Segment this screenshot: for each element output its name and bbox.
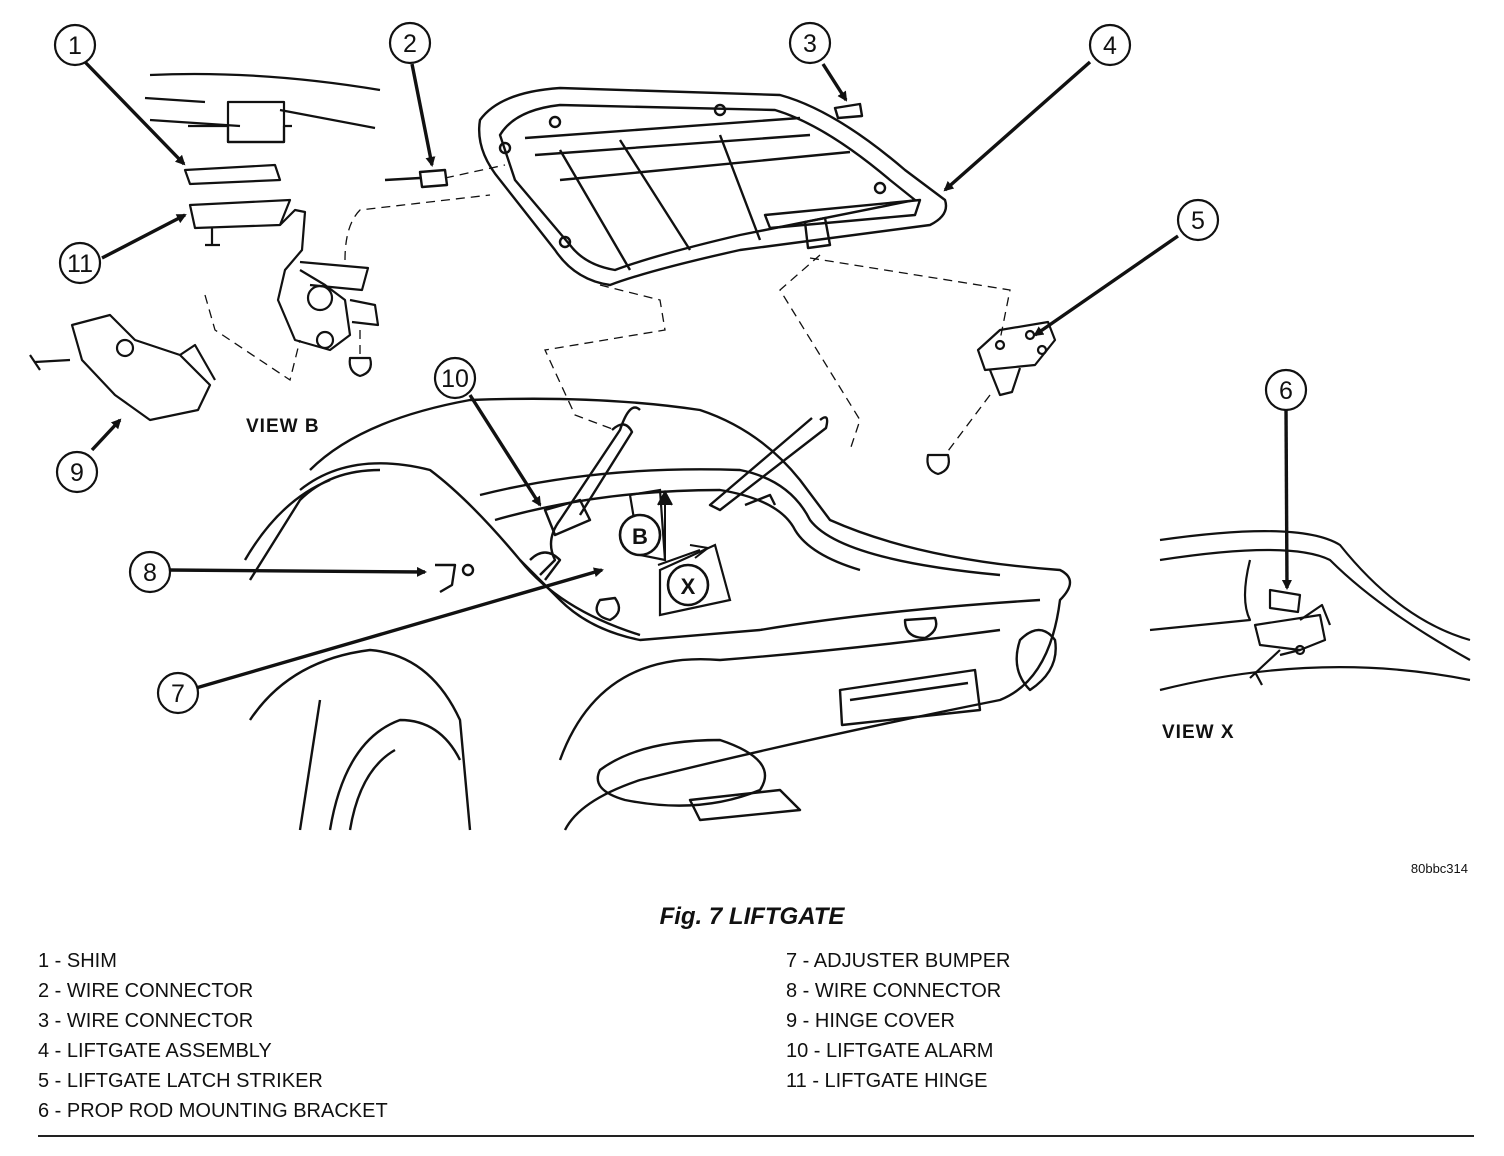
- view-b-label: VIEW B: [246, 416, 320, 437]
- callout-5: 5: [1191, 207, 1205, 235]
- latch-striker-drawing: [926, 320, 1057, 476]
- view-b-guide-lines: [204, 194, 491, 382]
- legend-item: 9 - HINGE COVER: [786, 1010, 955, 1032]
- striker-guide-line: [944, 394, 991, 456]
- legend-item: 4 - LIFTGATE ASSEMBLY: [38, 1040, 272, 1062]
- legend-item: 3 - WIRE CONNECTOR: [38, 1010, 254, 1032]
- legend-item: 1 - SHIM: [38, 950, 117, 972]
- view-b-hinge-drawing: [29, 72, 381, 422]
- view-b-marker: B: [618, 488, 673, 562]
- callout-6: 6: [1279, 377, 1293, 405]
- legend-item: 5 - LIFTGATE LATCH STRIKER: [38, 1070, 323, 1092]
- liftgate-diagram: B X: [29, 21, 1471, 876]
- callout-10: 10: [441, 365, 469, 393]
- car-body-drawing: [243, 397, 1072, 831]
- legend-item: 11 - LIFTGATE HINGE: [786, 1070, 988, 1092]
- callout-1: 1: [68, 32, 82, 60]
- view-x-marker: X: [657, 543, 732, 617]
- figure-code: 80bbc314: [1411, 861, 1468, 876]
- callout-4: 4: [1103, 32, 1117, 60]
- callout-8: 8: [143, 559, 157, 587]
- callout-3: 3: [803, 30, 817, 58]
- legend-right-column: 7 - ADJUSTER BUMPER 8 - WIRE CONNECTOR 9…: [786, 946, 1010, 1096]
- callout-circles: [53, 21, 1308, 715]
- view-b-marker-letter: B: [632, 524, 648, 549]
- liftgate-guide-lines: [444, 164, 1011, 451]
- callout-9: 9: [70, 459, 84, 487]
- callout-numbers: 1 2 3 4 5 6 7 8 9 10 11: [67, 30, 1293, 708]
- legend-item: 6 - PROP ROD MOUNTING BRACKET: [38, 1100, 388, 1122]
- bottom-rule: [38, 1135, 1474, 1137]
- callout-7: 7: [171, 680, 185, 708]
- liftgate-assembly-drawing: [384, 86, 948, 287]
- leader-arrows: [83, 60, 1292, 690]
- view-x-label: VIEW X: [1162, 722, 1235, 743]
- legend-left-column: 1 - SHIM 2 - WIRE CONNECTOR 3 - WIRE CON…: [38, 946, 388, 1126]
- legend-item: 8 - WIRE CONNECTOR: [786, 980, 1002, 1002]
- view-x-bracket-drawing: [1149, 530, 1471, 692]
- legend-item: 10 - LIFTGATE ALARM: [786, 1040, 994, 1062]
- callout-2: 2: [403, 30, 417, 58]
- legend-item: 7 - ADJUSTER BUMPER: [786, 950, 1011, 972]
- callout-11: 11: [67, 250, 93, 278]
- figure-caption: Fig. 7 LIFTGATE: [659, 903, 845, 930]
- legend-item: 2 - WIRE CONNECTOR: [38, 980, 254, 1002]
- view-x-marker-letter: X: [681, 574, 696, 599]
